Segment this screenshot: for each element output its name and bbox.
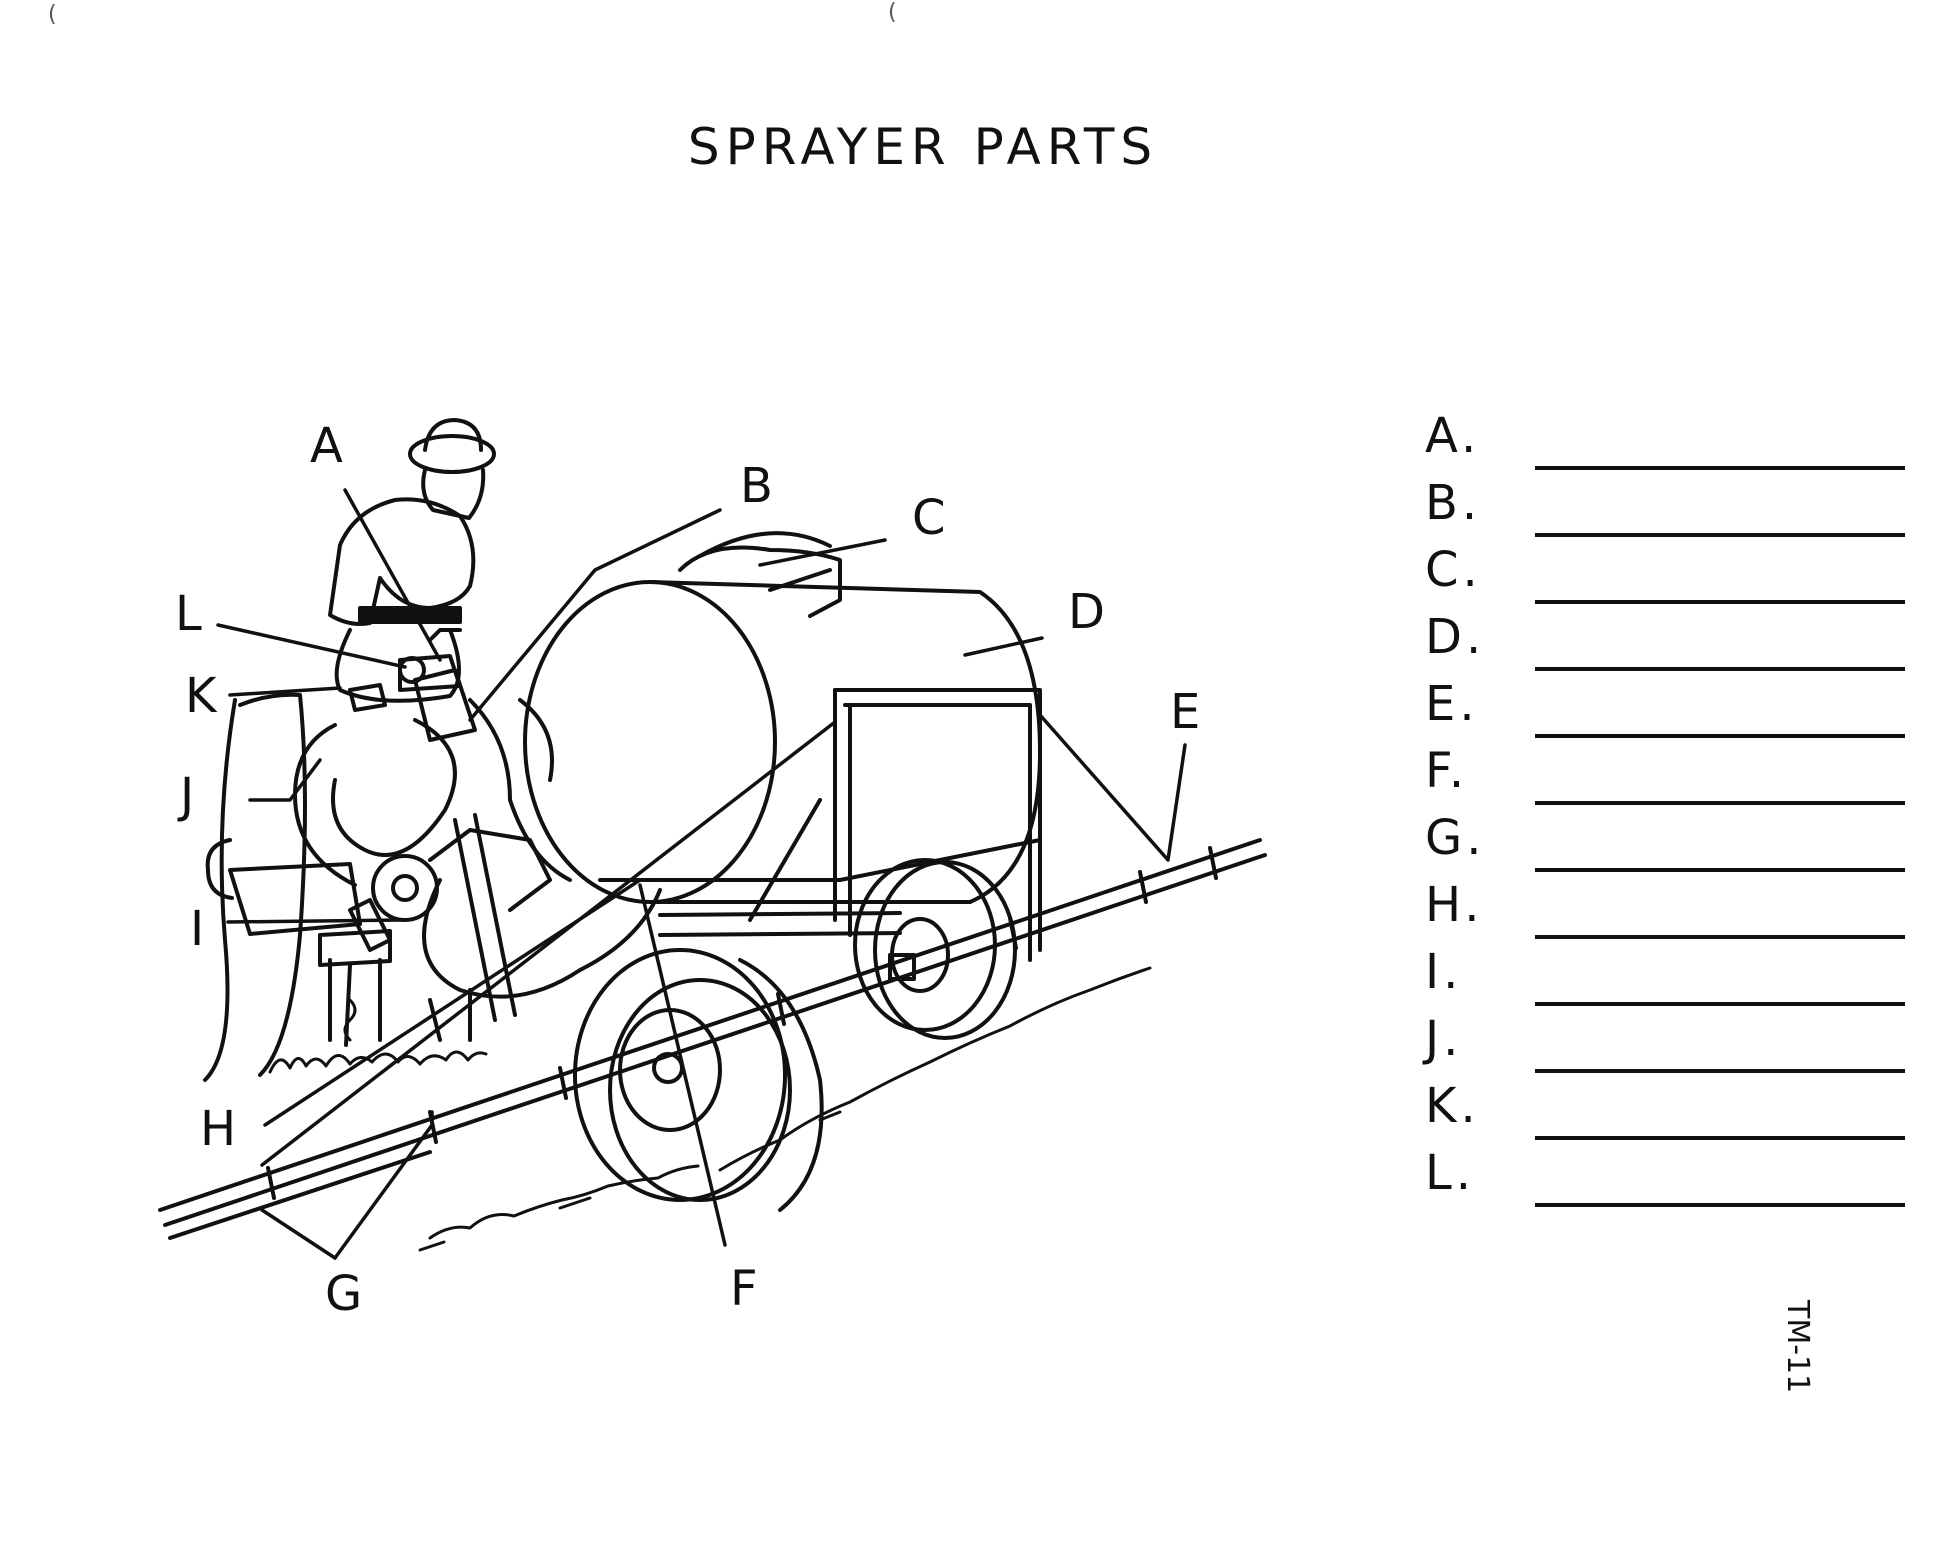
answer-blank[interactable] [1535, 1002, 1905, 1006]
callout-label-f: F [730, 1261, 758, 1317]
callout-label-j: J [180, 768, 195, 824]
answer-letter: L. [1425, 1145, 1475, 1201]
page-title: SPRAYER PARTS [687, 118, 1159, 176]
sprayer-frame [598, 688, 1042, 962]
answer-row-e: E. [1425, 676, 1905, 738]
answer-letter: K. [1425, 1078, 1480, 1134]
answer-letter: A. [1425, 408, 1481, 464]
answer-row-l: L. [1425, 1145, 1905, 1207]
answer-row-k: K. [1425, 1078, 1905, 1140]
answer-blank[interactable] [1535, 868, 1905, 872]
answer-letter: H. [1425, 877, 1484, 933]
answer-blank[interactable] [1535, 801, 1905, 805]
answer-letter: F. [1425, 743, 1469, 799]
scan-mark: ( [888, 0, 897, 25]
callout-label-g: G [325, 1266, 363, 1322]
callout-label-l: L [175, 586, 202, 642]
answer-letter: D. [1425, 609, 1486, 665]
answer-row-g: G. [1425, 810, 1905, 872]
answer-row-h: H. [1425, 877, 1905, 939]
answer-blank[interactable] [1535, 466, 1905, 470]
answer-blank[interactable] [1535, 1203, 1905, 1207]
answer-blank[interactable] [1535, 600, 1905, 604]
answer-blank[interactable] [1535, 734, 1905, 738]
pump-assembly [293, 628, 662, 1022]
answer-blank[interactable] [1535, 667, 1905, 671]
left-wheel [573, 948, 824, 1212]
answer-row-b: B. [1425, 475, 1905, 537]
answer-letter: J. [1425, 1011, 1463, 1067]
answer-blank[interactable] [1535, 1136, 1905, 1140]
scan-mark: ( [48, 2, 57, 27]
callout-label-i: I [190, 901, 205, 957]
answer-letter: I. [1425, 944, 1463, 1000]
tank [523, 531, 1042, 904]
answer-blank[interactable] [1535, 533, 1905, 537]
callout-label-a: A [310, 418, 343, 474]
callout-leaders [216, 488, 1187, 1260]
callout-label-k: K [185, 668, 217, 724]
answer-letter: E. [1425, 676, 1479, 732]
answer-row-j: J. [1425, 1011, 1905, 1073]
answer-letter: B. [1425, 475, 1482, 531]
answer-row-f: F. [1425, 743, 1905, 805]
answer-row-i: I. [1425, 944, 1905, 1006]
callout-label-e: E [1170, 684, 1201, 740]
callout-label-b: B [740, 458, 773, 514]
answer-letter: C. [1425, 542, 1482, 598]
answer-letter: G. [1425, 810, 1486, 866]
document-code: TM-11 [1780, 1300, 1815, 1394]
tractor-body [203, 692, 472, 1082]
answer-row-c: C. [1425, 542, 1905, 604]
callout-label-h: H [200, 1101, 237, 1157]
callout-label-d: D [1068, 584, 1105, 640]
answer-blank[interactable] [1535, 935, 1905, 939]
answer-row-d: D. [1425, 609, 1905, 671]
answer-row-a: A. [1425, 408, 1905, 470]
answer-blank[interactable] [1535, 1069, 1905, 1073]
spray-boom [158, 838, 1267, 1240]
callout-label-c: C [912, 490, 946, 546]
